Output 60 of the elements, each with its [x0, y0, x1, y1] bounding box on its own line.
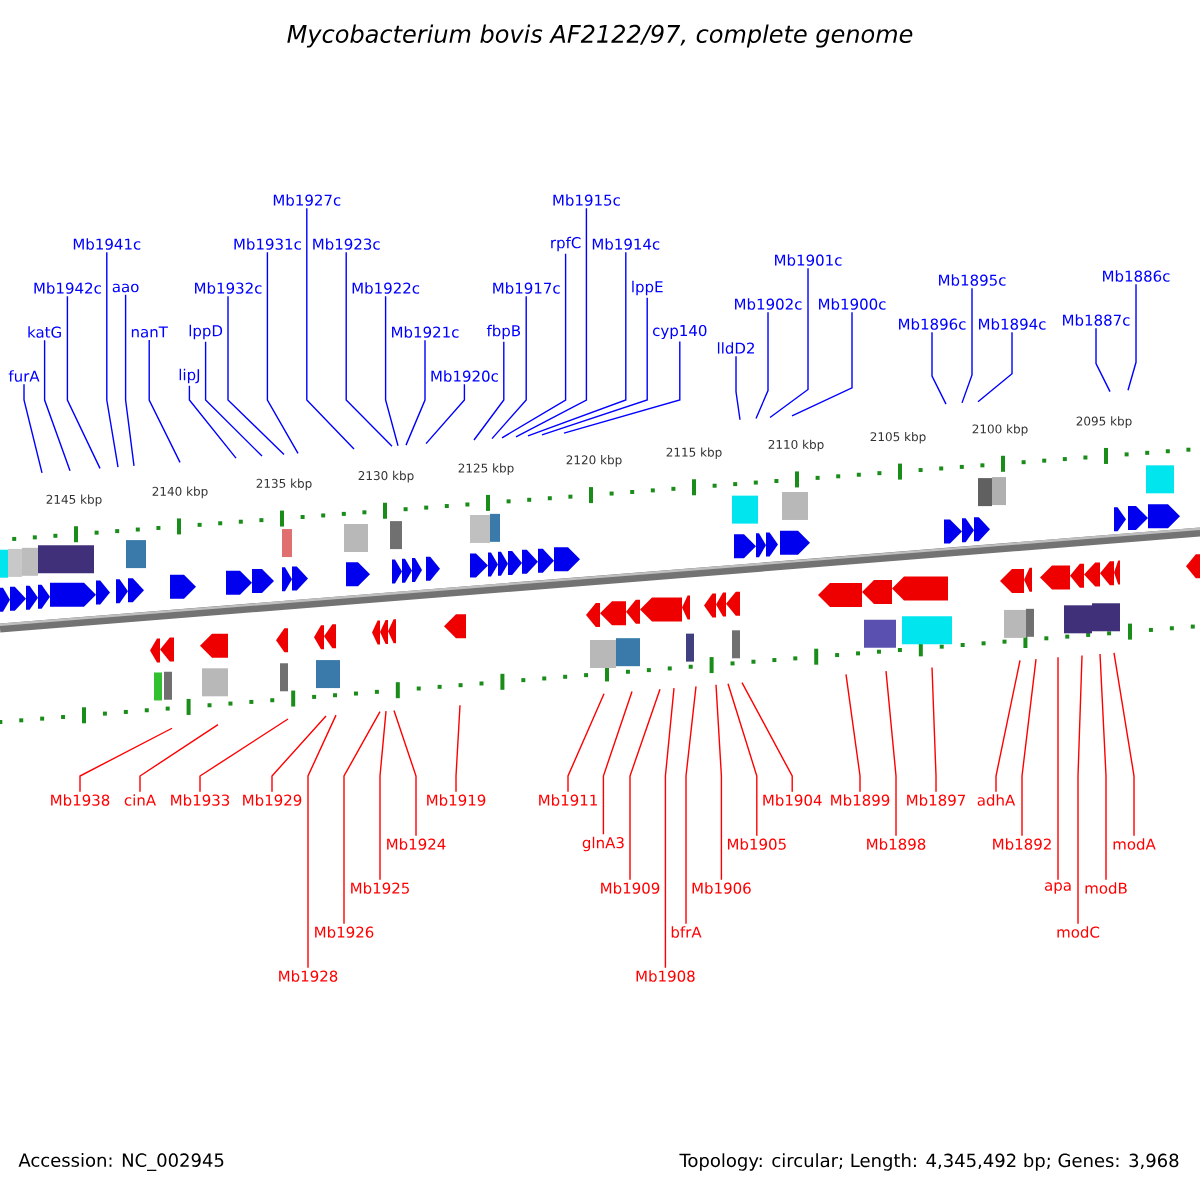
leader-line [1021, 658, 1037, 837]
leader-line [735, 355, 741, 421]
leader-line [106, 251, 119, 468]
leader-line [188, 384, 237, 459]
leader-line [755, 311, 769, 420]
leader-line [602, 690, 633, 836]
leader-line [885, 670, 897, 837]
leader-line [307, 714, 337, 969]
leader-line [527, 251, 627, 437]
leader-line [685, 685, 697, 925]
leader-line [791, 311, 853, 417]
leader-line [995, 659, 1021, 793]
leader-line [271, 715, 327, 793]
leader-line [343, 710, 381, 925]
leader-line [199, 718, 289, 793]
leader-line [139, 723, 219, 793]
leader-line [405, 339, 426, 446]
leader-line [664, 687, 675, 969]
leader-line [66, 295, 101, 470]
leader-line [1099, 653, 1107, 881]
leader-line [23, 383, 43, 474]
leader-line [43, 339, 71, 472]
leader-line [384, 295, 399, 447]
leader-line [124, 294, 135, 467]
leader-line [491, 295, 527, 440]
leader-line [345, 251, 393, 447]
leader-line [425, 383, 466, 445]
leader-line [204, 340, 263, 457]
leader-line [473, 340, 505, 441]
leader-line [1113, 652, 1135, 837]
leader-line [563, 340, 681, 434]
leader-line [715, 684, 723, 881]
leader-line [727, 683, 758, 837]
leader-line [567, 693, 605, 793]
leader-line [931, 666, 937, 793]
leader-line [1057, 656, 1059, 881]
leader-line [266, 251, 299, 455]
leader-line [148, 339, 181, 464]
leader-line [227, 295, 285, 456]
leader-line [845, 673, 861, 793]
leader-line [1095, 327, 1111, 393]
leader-line [629, 688, 661, 881]
leader-line [79, 727, 173, 793]
leader-line [455, 704, 461, 793]
accession-text: Accession: NC_002945 [18, 1153, 224, 1171]
leader-line [515, 207, 588, 438]
genome-info-text: Topology: circular; Length: 4,345,492 bp; Genes: 3,968 [679, 1153, 1179, 1171]
leader-line [501, 252, 567, 439]
leader-line [1077, 654, 1083, 925]
leader-line [393, 709, 417, 837]
title: Mycobacterium bovis AF2122/97, complete genome [287, 24, 913, 48]
leader-line [977, 331, 1013, 403]
leader-line [931, 331, 947, 405]
leader-line [306, 207, 355, 450]
leader-line [379, 710, 387, 881]
leader-line [741, 681, 793, 793]
leader-line [1127, 283, 1137, 391]
leader-line [541, 296, 648, 436]
leader-line [769, 267, 809, 419]
leader-line [961, 287, 973, 404]
